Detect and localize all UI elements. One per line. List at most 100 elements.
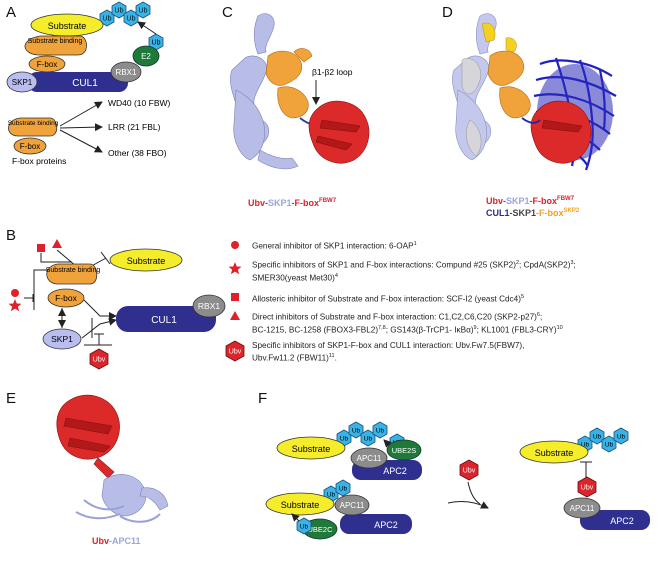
rbx1-node — [192, 294, 226, 318]
legend-ubv-icon: Ubv — [225, 340, 245, 362]
square-inhibitor-marker — [37, 244, 45, 252]
svg-text:Substrate: Substrate — [127, 256, 166, 266]
svg-text:Substrate: Substrate — [48, 21, 87, 31]
substrate-binding-domain — [24, 35, 87, 56]
class-arrow — [59, 101, 103, 127]
legend-entry-star: Specific inhibitors of SKP1 and F-box in… — [252, 260, 576, 283]
ube2s-node — [386, 439, 422, 461]
caption-segment: SKP2 — [563, 208, 580, 214]
caption-segment: Ubv — [92, 536, 110, 546]
svg-text:Substrate: Substrate — [535, 448, 574, 458]
ub-hexagon: Ub — [601, 435, 617, 453]
caption-segment: SKP1 — [506, 196, 530, 206]
apc11-node — [350, 447, 388, 469]
skp1-node — [42, 328, 82, 350]
rbx1-label: RBX1 — [116, 68, 137, 77]
panel-c-caption: Ubv-SKP1-F-boxFBW7 — [248, 198, 336, 208]
substrate-node — [519, 440, 589, 464]
fbox-domain — [47, 288, 85, 308]
panel-letter-d: D — [442, 4, 453, 21]
e2-label: E2 — [141, 52, 151, 61]
substrate-node — [109, 248, 183, 272]
caption-segment: - — [503, 196, 507, 206]
legend-entry-ubv: Specific inhibitors of SKP1-F-box and CU… — [252, 341, 525, 363]
fbox-label: F-box — [37, 60, 57, 69]
panel-letter-a: A — [6, 4, 17, 21]
apc11-label: APC11 — [340, 501, 365, 510]
star-inhibitor-marker — [8, 299, 22, 312]
caption-segment: Ubv — [248, 198, 266, 208]
ub-label: Ub — [127, 16, 136, 23]
ubv-hexagon: Ubv — [459, 459, 479, 481]
binding-arrow — [83, 299, 117, 320]
fbox-class-lrr: LRR (21 FBL) — [108, 122, 161, 132]
apc11-label: APC11 — [357, 454, 382, 463]
skp1-label: SKP1 — [12, 78, 33, 87]
e2-node — [132, 45, 160, 67]
panel-c-structure — [230, 13, 370, 170]
reaction-arrow — [447, 501, 489, 509]
ub-hexagon: Ub — [360, 429, 376, 447]
caption-segment: - — [265, 198, 269, 208]
ub-hexagon: Ub — [372, 421, 388, 439]
apc2-node — [340, 514, 412, 534]
class-arrow — [59, 129, 103, 153]
skp1-node — [6, 71, 38, 93]
cul1-node — [116, 306, 216, 332]
ub-hexagon: Ub — [135, 1, 151, 19]
svg-text:Ub: Ub — [339, 486, 348, 493]
panel-a: Ub Ub Ub Ub Ub Substrate — [6, 1, 171, 166]
apc11-node — [334, 494, 370, 516]
svg-text:Substrate: Substrate — [292, 444, 331, 454]
svg-text:Ub: Ub — [352, 428, 361, 435]
apc2-label: APC2 — [374, 520, 398, 530]
panel-d-structure — [452, 13, 617, 171]
fbox-family-fbox-label: F-box — [20, 142, 40, 151]
svg-text:Ub: Ub — [300, 524, 309, 531]
caption-segment: -F-box — [536, 208, 564, 218]
caption-segment: CUL1 — [486, 208, 510, 218]
ub-chain: Ub Ub Ub Ub — [99, 1, 151, 27]
caption-segment: -F-box — [291, 198, 320, 208]
cul1-label: CUL1 — [151, 315, 177, 326]
legend-circle-icon — [231, 241, 239, 249]
fbox-family-fbox — [13, 137, 47, 155]
ub-label: Ub — [139, 8, 148, 15]
panel-letter-c: C — [222, 4, 233, 21]
apc2-label: APC2 — [610, 516, 634, 526]
panel-e-caption: Ubv-APC11 — [92, 536, 141, 546]
apc2-node — [580, 510, 650, 530]
caption-segment: -APC11 — [109, 536, 141, 546]
ubv-entry-line — [467, 481, 481, 505]
svg-text:Ub: Ub — [376, 428, 385, 435]
svg-text:Ub: Ub — [617, 434, 626, 441]
panel-e-structure — [56, 394, 169, 523]
legend-symbols: Ubv — [225, 241, 245, 362]
binding-arrow — [81, 317, 117, 339]
svg-text:Ub: Ub — [605, 442, 614, 449]
svg-text:Ubv: Ubv — [229, 349, 242, 356]
substrate-binding-domain — [46, 263, 98, 285]
fbox-class-other: Other (38 FBO) — [108, 148, 167, 158]
legend-square-icon — [231, 293, 239, 301]
svg-text:Ub: Ub — [364, 436, 373, 443]
svg-text:Ub: Ub — [340, 436, 349, 443]
ub-hexagon: Ub — [613, 427, 629, 445]
fbox-class-wd40: WD40 (10 FBW) — [108, 98, 171, 108]
ube2c-label: UBE2C — [307, 525, 333, 534]
substrate-node — [276, 436, 346, 460]
fbox-label: F-box — [55, 293, 77, 303]
circle-inhibitor-marker — [11, 289, 19, 297]
fbox-family-substrate-binding — [8, 117, 58, 137]
substrate-node — [265, 492, 335, 516]
substrate-binding-label: Substrate binding — [28, 38, 83, 45]
cul1-label: CUL1 — [72, 78, 98, 89]
ub-label: Ub — [103, 16, 112, 23]
legend-entry-square: Allosteric inhibitor of Substrate and F-… — [252, 294, 524, 304]
panel-letter-f: F — [258, 390, 268, 407]
fbox-proteins-caption: F-box proteins — [12, 156, 66, 166]
caption-segment: FBW7 — [557, 196, 575, 202]
ub-hexagon: Ub — [296, 517, 312, 535]
skp1-label: SKP1 — [51, 334, 73, 344]
